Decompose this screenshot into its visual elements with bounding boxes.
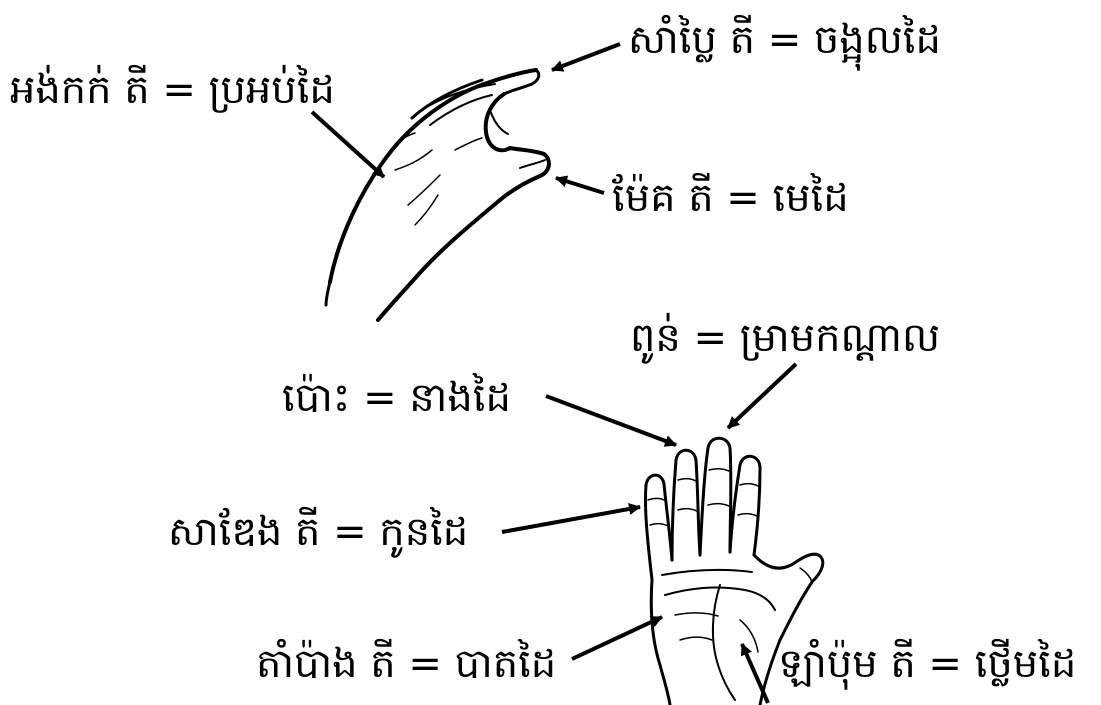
arrow-little-finger: [502, 507, 640, 532]
label-palm: តាំប៉ាង តី = បាតដៃ: [256, 644, 556, 684]
label-ring-finger: ប៉ោះ = នាងដៃ: [282, 378, 511, 418]
label-index-tip: សាំប្លៃ តី = ចង្អុលដៃ: [628, 20, 941, 60]
label-wrist: ឡាំប៉ុម តី = ថ្លើមដៃ: [778, 644, 1076, 684]
label-little-finger: សាឌែង តី = កូនដៃ: [168, 512, 468, 552]
arrow-index-tip: [552, 44, 620, 70]
label-thumb-tip: ម៉ែគ តី = មេដៃ: [612, 178, 849, 218]
arrow-palm: [572, 617, 662, 659]
arrow-middle-finger: [728, 364, 796, 428]
arrow-thumb-tip: [556, 178, 604, 193]
arrow-thumb-back: [312, 112, 384, 177]
label-middle-finger: ពូន់ = ម្រាមកណ្តាល: [630, 318, 940, 358]
label-thumb-back: អង់កក់ តី = ប្រអប់ដៃ: [10, 70, 335, 110]
arrow-wrist: [742, 644, 768, 703]
arrow-ring-finger: [546, 396, 676, 445]
pinching-hand-drawing: [326, 70, 549, 320]
annotation-arrows: [312, 44, 796, 703]
